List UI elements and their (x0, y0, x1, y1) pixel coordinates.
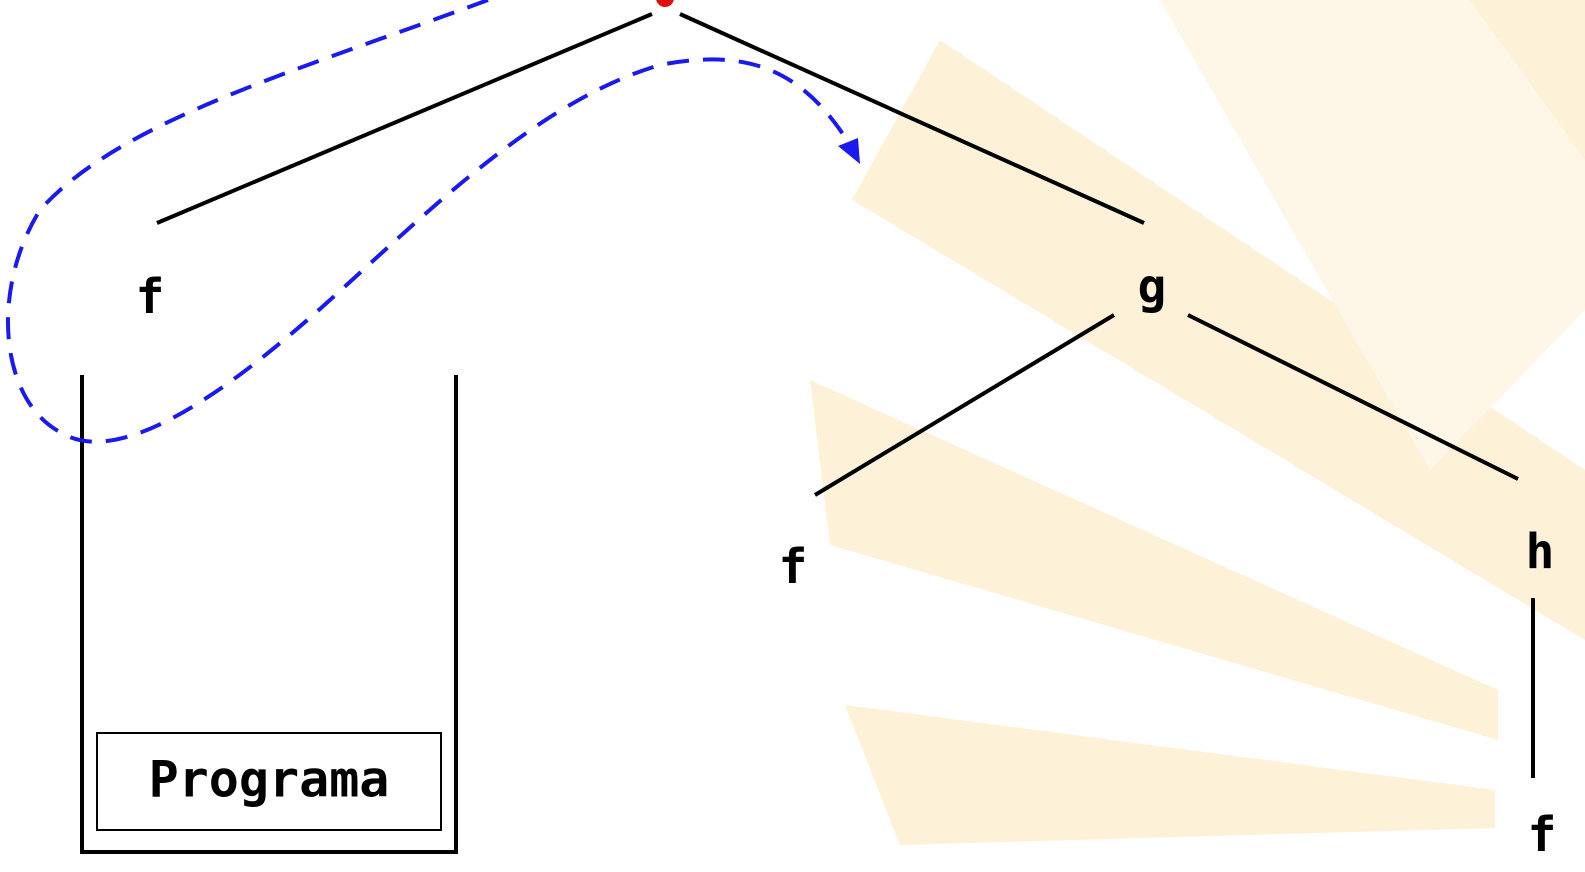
background-ray (845, 705, 1495, 845)
background-ray (810, 380, 1498, 740)
node-g: g (1138, 259, 1167, 315)
background-ray (852, 40, 1585, 640)
root-node-marker (656, 0, 674, 7)
node-f-left: f (136, 269, 165, 325)
control-flow-arrow (6, 0, 854, 444)
node-f-bottom: f (1528, 807, 1557, 863)
stack-frame-programa (96, 732, 442, 831)
node-f-mid: f (779, 539, 808, 595)
edge-root-g (679, 12, 1145, 225)
node-h: h (1526, 524, 1555, 580)
edge-g-h (1187, 313, 1519, 481)
background-rays (810, 0, 1585, 845)
edge-g-f (813, 313, 1116, 497)
control-flow-arrowhead (838, 138, 860, 164)
edge-root-f (156, 12, 653, 225)
background-ray (1470, 0, 1585, 160)
background-ray (1160, 0, 1585, 470)
stack-frame-label: Programa (149, 751, 390, 809)
call-stack: Programa (80, 375, 458, 854)
